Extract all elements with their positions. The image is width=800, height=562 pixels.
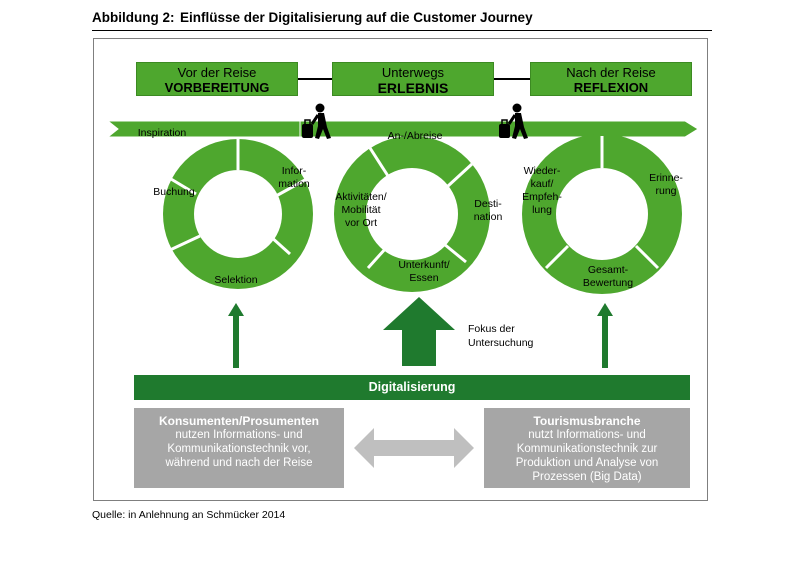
label-selektion: Selektion	[214, 274, 258, 286]
consumers-box: Konsumenten/Prosumenten nutzen Informati…	[134, 408, 344, 488]
phase-name-label: VORBEREITUNG	[164, 80, 270, 95]
phase-box-vorbereitung: Vor der Reise VORBEREITUNG	[136, 62, 298, 96]
label-wiederkauf: Wieder- kauf/ Empfeh- lung	[522, 165, 562, 216]
label-buchung: Buchung	[153, 186, 195, 198]
phase-time-label: Nach der Reise	[566, 65, 656, 80]
up-arrow-left	[228, 303, 244, 368]
phase-time-label: Vor der Reise	[177, 65, 257, 80]
traveller-icon	[499, 103, 528, 139]
cycle-reflexion	[522, 134, 682, 294]
figure-number: Abbildung 2:	[92, 10, 175, 25]
digitalisierung-bar: Digitalisierung	[134, 375, 690, 400]
phase-connector	[298, 78, 332, 80]
focus-arrow	[383, 297, 455, 366]
figure-title: Einflüsse der Digitalisierung auf die Cu…	[180, 10, 533, 25]
label-information: Infor- mation	[278, 165, 310, 190]
figure-frame	[93, 38, 708, 501]
phase-name-label: ERLEBNIS	[377, 80, 449, 96]
label-unterkunft: Unterkunft/ Essen	[398, 259, 450, 284]
double-arrow	[354, 428, 474, 468]
label-an-abreise: An-/Abreise	[387, 130, 443, 142]
phase-time-label: Unterwegs	[381, 65, 445, 80]
phase-name-label: REFLEXION	[573, 80, 649, 95]
industry-body: nutzt Informations- und Kommunikationste…	[515, 429, 659, 483]
phase-box-erlebnis: Unterwegs ERLEBNIS	[332, 62, 494, 96]
consumers-heading: Konsumenten/Prosumenten	[158, 414, 320, 428]
cycle-vorbereitung	[163, 139, 313, 289]
industry-heading: Tourismusbranche	[533, 414, 641, 428]
label-inspiration: Inspiration	[137, 127, 187, 139]
label-destination: Desti- nation	[473, 198, 503, 223]
consumers-body: nutzen Informations- und Kommunikationst…	[165, 429, 313, 469]
phase-connector	[494, 78, 530, 80]
label-erinnerung: Erinne- rung	[649, 172, 683, 197]
label-bewertung: Gesamt- Bewertung	[582, 264, 634, 289]
phase-box-reflexion: Nach der Reise REFLEXION	[530, 62, 692, 96]
traveller-icon	[302, 103, 331, 139]
cycle-erlebnis	[334, 136, 490, 292]
label-aktivitaeten: Aktivitäten/ Mobilität vor Ort	[335, 191, 387, 229]
up-arrow-right	[597, 303, 613, 368]
source-note: Quelle: in Anlehnung an Schmücker 2014	[92, 509, 286, 521]
focus-label: Fokus der Untersuchung	[468, 323, 534, 349]
industry-box: Tourismusbranche nutzt Informations- und…	[484, 408, 690, 488]
figure-caption: Abbildung 2: Einflüsse der Digitalisieru…	[92, 10, 712, 31]
